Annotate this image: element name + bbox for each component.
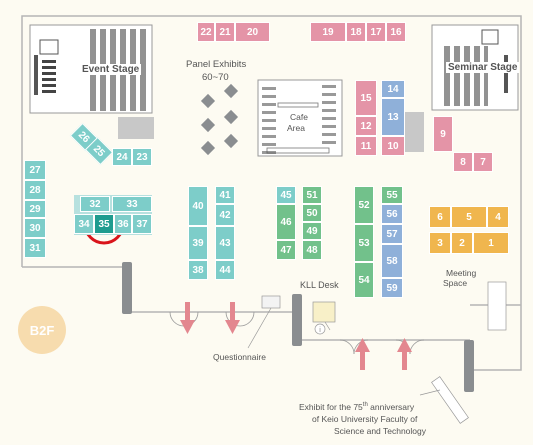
booth-14[interactable]: 14 — [381, 80, 405, 98]
booth-9[interactable]: 9 — [433, 116, 453, 152]
exhibit-label-1: Exhibit for the 75th anniversary — [299, 402, 415, 412]
booth-48[interactable]: 48 — [302, 240, 322, 260]
booth-58[interactable]: 58 — [381, 244, 403, 278]
booth-56[interactable]: 56 — [381, 204, 403, 224]
booth-44[interactable]: 44 — [215, 260, 235, 280]
event-stage-label: Event Stage — [80, 64, 142, 75]
booth-19[interactable]: 19 — [310, 22, 346, 42]
booth-11[interactable]: 11 — [355, 136, 377, 156]
booth-51[interactable]: 51 — [302, 186, 322, 204]
booth-8[interactable]: 8 — [453, 152, 473, 172]
booth-32[interactable]: 32 — [80, 196, 110, 212]
booth-52[interactable]: 52 — [354, 186, 374, 224]
booth-50[interactable]: 50 — [302, 204, 322, 222]
svg-text:i: i — [319, 327, 321, 334]
seminar-stage-label: Seminar Stage — [446, 62, 520, 73]
meeting-space-label-1: Meeting — [446, 268, 477, 278]
booth-2[interactable]: 2 — [451, 232, 473, 254]
booth-59[interactable]: 59 — [381, 278, 403, 298]
booth-5[interactable]: 5 — [451, 206, 487, 228]
booth-36[interactable]: 36 — [114, 214, 132, 234]
booth-31[interactable]: 31 — [24, 238, 46, 258]
seminar-stage-seats — [444, 46, 488, 106]
exhibit-label-2: of Keio University Faculty of — [312, 414, 418, 424]
booth-45[interactable]: 45 — [276, 186, 296, 204]
booth-54[interactable]: 54 — [354, 262, 374, 298]
booth-33[interactable]: 33 — [112, 196, 152, 212]
booth-27[interactable]: 27 — [24, 160, 46, 180]
booth-21[interactable]: 21 — [215, 22, 235, 42]
panel-exhibits-range: 60~70 — [202, 72, 229, 83]
panel-exhibits-label: Panel Exhibits — [186, 59, 247, 70]
booth-38[interactable]: 38 — [188, 260, 208, 280]
booth-6[interactable]: 6 — [429, 206, 451, 228]
booth-10[interactable]: 10 — [381, 136, 405, 156]
booth-15[interactable]: 15 — [355, 80, 377, 116]
booth-23[interactable]: 23 — [132, 148, 152, 166]
booth-17[interactable]: 17 — [366, 22, 386, 42]
booth-24[interactable]: 24 — [112, 148, 132, 166]
booth-49[interactable]: 49 — [302, 222, 322, 240]
booth-37[interactable]: 37 — [132, 214, 152, 234]
booth-18[interactable]: 18 — [346, 22, 366, 42]
booth-47[interactable]: 47 — [276, 240, 296, 260]
booth-4[interactable]: 4 — [487, 206, 509, 228]
booth-53[interactable]: 53 — [354, 224, 374, 262]
booth-30[interactable]: 30 — [24, 218, 46, 238]
booth-1[interactable]: 1 — [473, 232, 509, 254]
booth-42[interactable]: 42 — [215, 204, 235, 226]
booth-29[interactable]: 29 — [24, 200, 46, 218]
booth-34[interactable]: 34 — [74, 214, 94, 234]
cafe-seats-left — [262, 84, 276, 154]
booth-57[interactable]: 57 — [381, 224, 403, 244]
cafe-seats-right — [322, 84, 336, 144]
booth-7[interactable]: 7 — [473, 152, 493, 172]
booth-12[interactable]: 12 — [355, 116, 377, 136]
booth-22[interactable]: 22 — [197, 22, 215, 42]
kll-desk-label: KLL Desk — [300, 280, 339, 290]
cafe-area-label-2: Area — [287, 123, 305, 133]
cafe-area-label-1: Cafe — [290, 112, 308, 122]
booth-13[interactable]: 13 — [381, 98, 405, 136]
booth-39[interactable]: 39 — [188, 226, 208, 260]
booth-46[interactable]: 46 — [276, 204, 296, 240]
exhibit-label-3: Science and Technology — [334, 426, 426, 436]
booth-40[interactable]: 40 — [188, 186, 208, 226]
meeting-space-label-2: Space — [443, 278, 468, 288]
booth-3[interactable]: 3 — [429, 232, 451, 254]
booth-41[interactable]: 41 — [215, 186, 235, 204]
floor-badge: B2F — [18, 306, 66, 354]
questionnaire-label: Questionnaire — [213, 352, 266, 362]
booth-55[interactable]: 55 — [381, 186, 403, 204]
booth-20[interactable]: 20 — [235, 22, 270, 42]
booth-28[interactable]: 28 — [24, 180, 46, 200]
booth-16[interactable]: 16 — [386, 22, 406, 42]
booth-43[interactable]: 43 — [215, 226, 235, 260]
booth-35[interactable]: 35 — [94, 214, 114, 234]
